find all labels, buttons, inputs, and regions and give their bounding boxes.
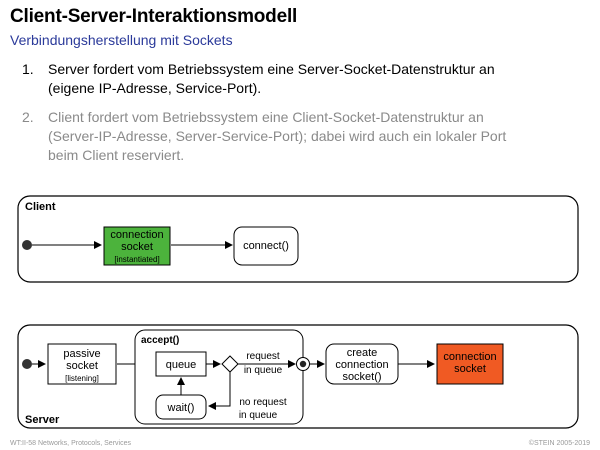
server-conn-line1: connection	[443, 351, 496, 363]
client-socket-line2: socket	[121, 241, 153, 253]
create-line1: create	[347, 347, 378, 359]
step-line: (eigene IP-Adresse, Service-Port).	[48, 80, 262, 96]
wait-label: wait()	[167, 402, 195, 414]
create-line3: socket()	[342, 371, 381, 383]
passive-socket-line1: passive	[63, 348, 100, 360]
create-line2: connection	[335, 359, 388, 371]
client-socket-box	[103, 226, 171, 266]
step-number: 1.	[22, 61, 34, 77]
step-item-1: 1. Server fordert vom Betriebssystem ein…	[22, 60, 582, 98]
step-line: beim Client reserviert.	[48, 147, 185, 163]
connect-state	[233, 226, 299, 266]
client-socket-line1: connection	[110, 229, 163, 241]
exit-node-core	[299, 360, 307, 368]
footer-right: ©STEIN 2005-2019	[528, 440, 590, 447]
server-arrow-5	[208, 372, 231, 410]
request-yes-line2: in queue	[244, 365, 283, 376]
passive-socket-line2: socket	[66, 360, 98, 372]
passive-socket-box	[47, 343, 117, 385]
server-initial-node	[22, 359, 32, 369]
client-initial-node	[22, 240, 32, 250]
client-socket-state: [instantiated]	[114, 255, 159, 264]
accept-label: accept()	[141, 335, 179, 346]
queue-label: queue	[166, 359, 197, 371]
step-text: Client fordert vom Betriebssystem eine C…	[48, 108, 506, 165]
step-number: 2.	[22, 109, 34, 125]
request-yes-line1: request	[246, 351, 280, 362]
page-subtitle: Verbindungsherstellung mit Sockets	[10, 32, 233, 48]
step-item-2: 2. Client fordert vom Betriebssystem ein…	[22, 108, 582, 165]
server-connection-socket-box	[436, 343, 504, 385]
server-conn-line2: socket	[454, 363, 486, 375]
step-line: Client fordert vom Betriebssystem eine C…	[48, 109, 484, 125]
connect-label: connect()	[243, 240, 289, 252]
request-no-line2: in queue	[239, 410, 278, 421]
request-no-line1: no request	[239, 397, 286, 408]
queue-box	[155, 351, 207, 377]
footer-left: WT:II-58 Networks, Protocols, Services	[10, 440, 131, 447]
step-list: 1. Server fordert vom Betriebssystem ein…	[22, 60, 582, 175]
client-label: Client	[25, 201, 56, 213]
step-line: Server fordert vom Betriebssystem eine S…	[48, 61, 495, 77]
page-title: Client-Server-Interaktionsmodell	[10, 6, 298, 27]
step-line: (Server-IP-Adresse, Server-Service-Port)…	[48, 128, 507, 144]
passive-socket-state: [listening]	[65, 374, 99, 383]
step-text: Server fordert vom Betriebssystem eine S…	[48, 60, 495, 98]
server-label: Server	[25, 414, 60, 426]
